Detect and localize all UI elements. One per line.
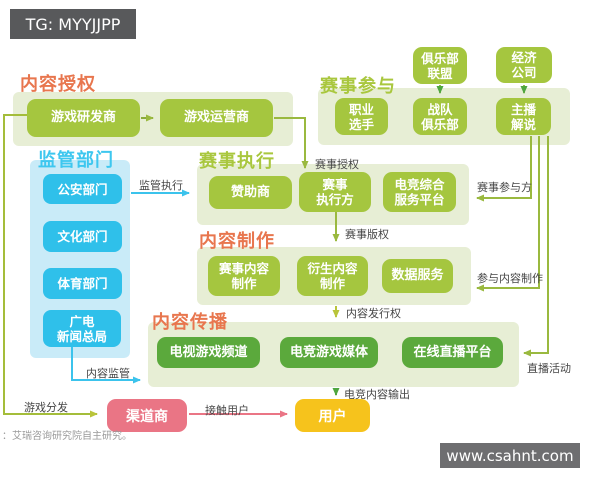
box-casters: 主播 解说 (496, 98, 551, 135)
box-esports-media: 电竞游戏媒体 (280, 337, 378, 368)
box-derived-content-prod-line1: 衍生内容 (307, 261, 358, 276)
edge-label-game-dist: 游戏分发 (24, 401, 68, 414)
box-derived-content-prod-line2: 制作 (319, 276, 345, 291)
edge-join-content-production (476, 136, 540, 292)
site-watermark-badge: www.csahnt.com (440, 443, 580, 468)
edge-label-regulate-exec: 监管执行 (139, 179, 183, 192)
box-police-dept: 公安部门 (43, 174, 122, 204)
box-team-clubs: 战队 俱乐部 (413, 98, 467, 135)
content-production-title: 内容制作 (199, 231, 275, 252)
box-sponsor: 赞助商 (209, 176, 292, 209)
event-participation-title: 赛事参与 (320, 76, 396, 97)
box-data-service: 数据服务 (382, 259, 453, 293)
box-esports-platform-line2: 服务平台 (394, 192, 445, 207)
box-pro-players: 职业 选手 (335, 98, 388, 135)
box-event-content-prod-line2: 制作 (231, 276, 257, 291)
box-game-developer: 游戏研发商 (27, 99, 140, 137)
event-execution-title: 赛事执行 (199, 151, 275, 172)
box-culture-dept: 文化部门 (43, 221, 122, 252)
box-users: 用户 (295, 399, 370, 432)
box-pro-players-line1: 职业 (348, 101, 374, 117)
box-event-content-prod: 赛事内容 制作 (208, 256, 280, 296)
box-casters-line1: 主播 (510, 101, 536, 117)
edge-label-join-content-prod: 参与内容制作 (477, 272, 543, 285)
box-club-union-line2: 联盟 (427, 65, 453, 81)
box-team-clubs-line2: 俱乐部 (421, 116, 459, 132)
box-casters-line2: 解说 (510, 116, 536, 132)
content-auth-title: 内容授权 (20, 74, 96, 95)
edge-label-live-activity: 直播活动 (527, 362, 571, 375)
edge-live-activity (523, 136, 549, 357)
edge-label-esports-output: 电竞内容输出 (344, 388, 410, 401)
edge-label-content-regulate: 内容监管 (86, 367, 130, 380)
edge-label-content-issue-right: 内容发行权 (346, 307, 401, 320)
box-esports-platform-line1: 电竞综合 (394, 177, 445, 192)
tg-watermark-badge: TG: MYYJJPP (10, 9, 136, 39)
box-sports-dept: 体育部门 (43, 268, 122, 299)
box-team-clubs-line1: 战队 (427, 101, 453, 117)
box-event-content-prod-line1: 赛事内容 (218, 261, 269, 276)
box-agency-line1: 经济 (511, 50, 537, 65)
box-live-platform: 在线直播平台 (402, 337, 503, 368)
box-sarft: 广电 新闻总局 (43, 310, 121, 347)
box-esports-platform: 电竞综合 服务平台 (383, 172, 456, 212)
source-note: ：艾瑞咨询研究院自主研究。 (2, 431, 132, 442)
box-event-executor: 赛事 执行方 (299, 172, 371, 212)
box-sarft-line2: 新闻总局 (56, 328, 107, 344)
box-club-union-line1: 俱乐部 (421, 50, 459, 66)
box-derived-content-prod: 衍生内容 制作 (297, 256, 368, 296)
box-club-union: 俱乐部 联盟 (413, 47, 467, 84)
edge-label-event-copyright: 赛事版权 (345, 228, 389, 241)
edge-label-reach-users: 接触用户 (205, 404, 249, 417)
edge-label-event-auth: 赛事授权 (315, 158, 359, 171)
box-agency-line2: 公司 (511, 65, 537, 80)
box-event-executor-line1: 赛事 (322, 177, 348, 192)
box-game-operator: 游戏运营商 (160, 99, 273, 137)
edge-label-event-participants: 赛事参与方 (477, 181, 532, 194)
box-agency: 经济 公司 (496, 47, 552, 83)
content-distribution-title: 内容传播 (152, 312, 228, 333)
box-event-executor-line2: 执行方 (316, 192, 354, 207)
box-channel-dealer: 渠道商 (107, 399, 187, 432)
regulators-title: 监管部门 (38, 150, 114, 171)
box-tv-game-channel: 电视游戏频道 (157, 337, 260, 368)
box-pro-players-line2: 选手 (348, 116, 374, 132)
box-sarft-line1: 广电 (69, 313, 95, 329)
